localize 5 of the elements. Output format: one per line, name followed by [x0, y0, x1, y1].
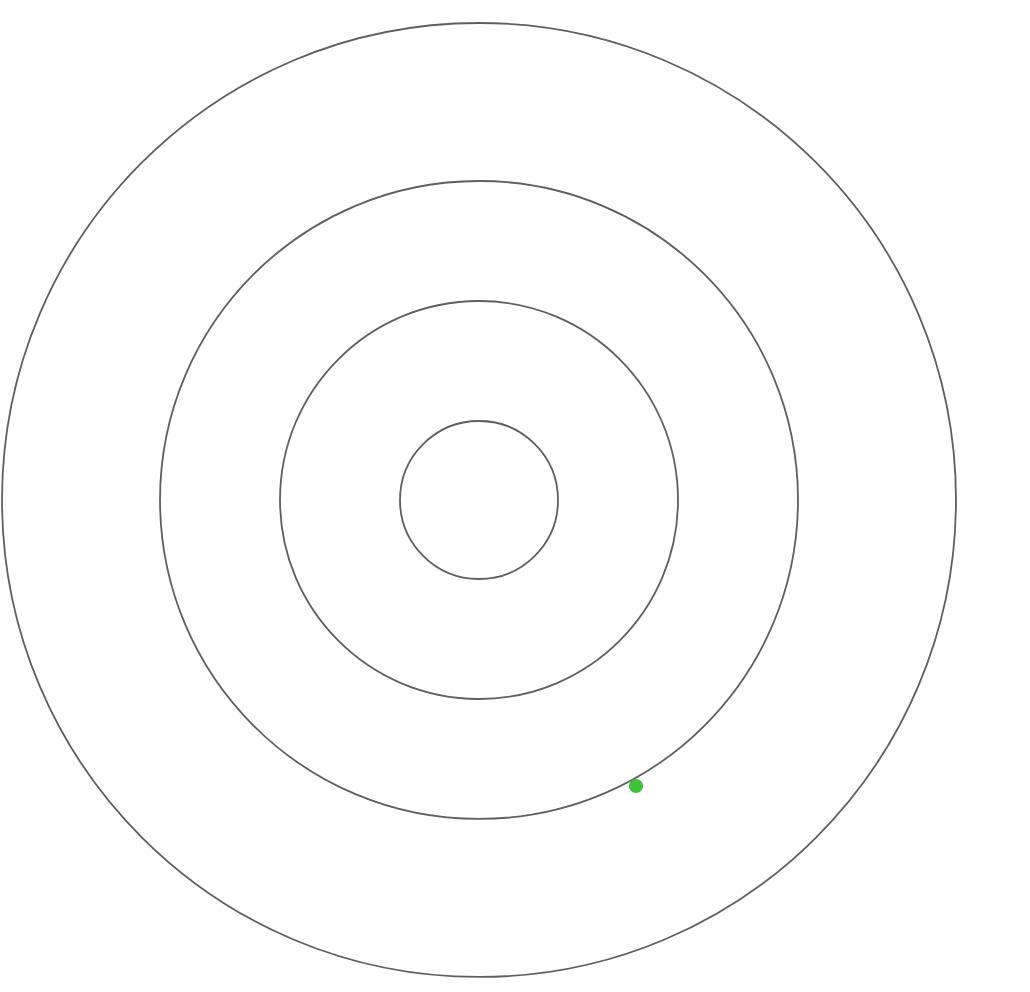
outer-circle	[1, 22, 957, 978]
inner-circle	[399, 420, 559, 580]
dot	[629, 778, 643, 793]
circle	[279, 300, 679, 700]
circle	[159, 180, 799, 820]
